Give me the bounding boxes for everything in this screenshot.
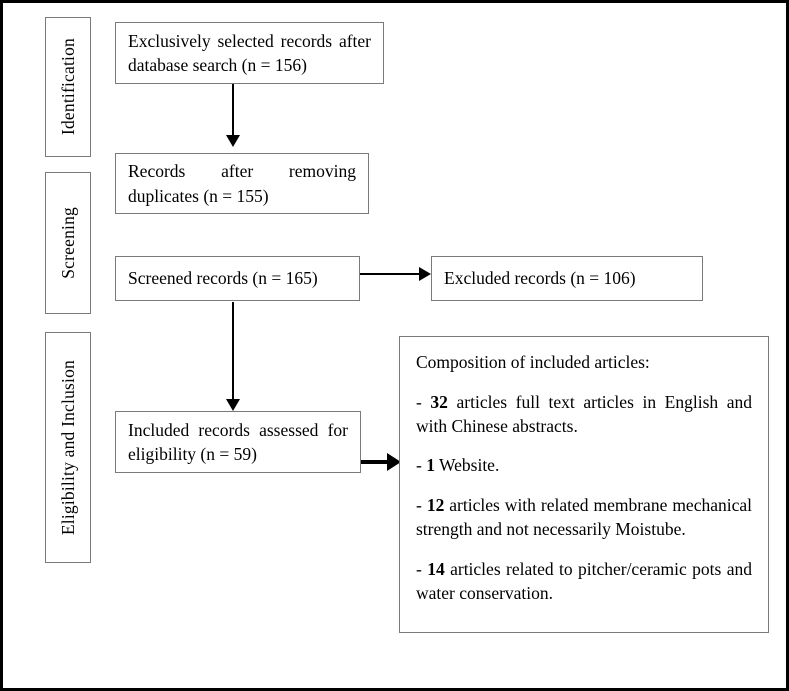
- connector-screened-to-included-line: [232, 302, 234, 402]
- stage-label-identification: Identification: [45, 17, 91, 157]
- connector-screened-to-excluded-line: [360, 273, 422, 275]
- composition-heading: Composition of included articles:: [416, 352, 650, 372]
- node-screened-records-text: Screened records (n = 165): [128, 268, 318, 289]
- node-excluded-records-text: Excluded records (n = 106): [444, 268, 636, 289]
- composition-item-1: - 1 Website.: [416, 454, 752, 478]
- stage-label-identification-text: Identification: [57, 38, 78, 136]
- composition-item-14-count: 14: [427, 558, 445, 579]
- node-excluded-records: Excluded records (n = 106): [431, 256, 703, 301]
- connector-included-to-composition-line: [361, 460, 390, 464]
- composition-item-12: - 12 articles with related membrane mech…: [416, 494, 752, 542]
- connector-identified-to-duplicates-line: [232, 84, 234, 140]
- composition-item-14-dash: -: [416, 558, 422, 579]
- node-screened-records: Screened records (n = 165): [115, 256, 360, 301]
- composition-item-32-dash: -: [416, 391, 422, 412]
- composition-item-14-text: articles related to pitcher/ceramic pots…: [416, 558, 752, 603]
- composition-item-32: - 32 articles full text articles in Engl…: [416, 391, 752, 439]
- node-identified-records-text: Exclusively selected records after datab…: [128, 30, 371, 75]
- composition-item-1-dash: -: [416, 455, 422, 476]
- composition-item-12-count: 12: [426, 495, 445, 516]
- node-composition-of-included-articles: Composition of included articles: - 32 a…: [399, 336, 769, 633]
- composition-item-14: - 14 articles related to pitcher/ceramic…: [416, 558, 752, 606]
- connector-screened-to-excluded-arrowhead: [419, 267, 431, 281]
- node-included-records-text: Included records assessed for eligibilit…: [128, 419, 348, 464]
- node-included-records: Included records assessed for eligibilit…: [115, 411, 361, 473]
- stage-label-screening: Screening: [45, 172, 91, 314]
- stage-label-screening-text: Screening: [57, 207, 78, 279]
- stage-label-eligibility-inclusion-text: Eligibility and Inclusion: [57, 359, 78, 536]
- stage-label-eligibility-inclusion: Eligibility and Inclusion: [45, 332, 91, 563]
- connector-screened-to-included-arrowhead: [226, 399, 240, 411]
- composition-item-1-text: Website.: [434, 455, 500, 476]
- composition-item-32-count: 32: [430, 391, 448, 412]
- connector-included-to-composition-arrowhead: [387, 453, 401, 471]
- composition-item-32-text: articles full text articles in English a…: [416, 391, 752, 436]
- composition-item-1-count: 1: [426, 455, 435, 476]
- connector-identified-to-duplicates-arrowhead: [226, 135, 240, 147]
- composition-item-12-dash: -: [416, 495, 422, 516]
- node-after-duplicates-text: Records after removing duplicates (n = 1…: [128, 161, 356, 206]
- node-after-duplicates: Records after removing duplicates (n = 1…: [115, 153, 369, 214]
- node-identified-records: Exclusively selected records after datab…: [115, 22, 384, 84]
- composition-item-12-text: articles with related membrane mechanica…: [416, 495, 752, 539]
